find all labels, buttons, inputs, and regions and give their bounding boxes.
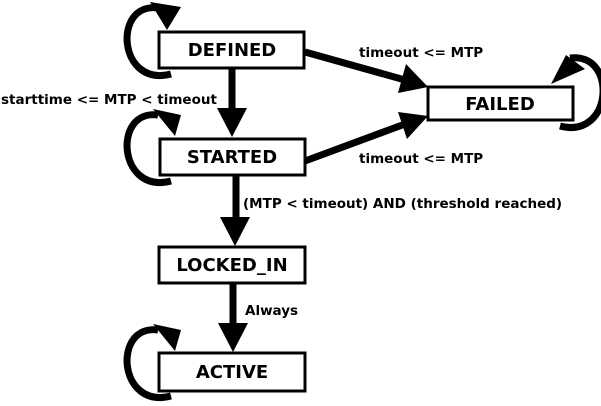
edge-label-locked-in-to-active: Always bbox=[245, 303, 298, 319]
state-box bbox=[157, 351, 307, 393]
self-loop-started bbox=[123, 109, 181, 187]
state-locked-in: LOCKED_IN bbox=[157, 245, 307, 285]
edge-defined-to-started bbox=[217, 68, 247, 137]
arrowhead bbox=[153, 324, 181, 351]
state-label-locked-in: LOCKED_IN bbox=[176, 255, 287, 276]
arrowhead bbox=[551, 55, 585, 84]
state-box bbox=[157, 245, 307, 285]
edge-started-to-failed bbox=[303, 112, 428, 165]
arrowhead bbox=[220, 217, 250, 246]
arrowhead bbox=[398, 112, 428, 139]
edge-label-defined-to-failed: timeout <= MTP bbox=[359, 45, 483, 61]
arrowhead bbox=[153, 109, 181, 136]
self-loop-arc bbox=[559, 54, 601, 131]
state-defined: DEFINED bbox=[157, 30, 306, 70]
edge-started-to-locked-in bbox=[220, 175, 250, 246]
state-box bbox=[426, 85, 575, 122]
state-label-started: STARTED bbox=[187, 147, 277, 168]
state-failed: FAILED bbox=[426, 85, 575, 122]
edge-defined-to-failed bbox=[304, 48, 428, 93]
state-box bbox=[157, 30, 306, 70]
state-label-active: ACTIVE bbox=[196, 362, 268, 383]
state-started: STARTED bbox=[158, 137, 307, 177]
self-loop-failed bbox=[551, 54, 601, 131]
self-loop-arc bbox=[123, 326, 172, 402]
edge-locked-in-to-active bbox=[218, 284, 248, 352]
self-loop-arc bbox=[123, 4, 172, 80]
state-active: ACTIVE bbox=[157, 351, 307, 393]
self-loop-arc bbox=[123, 111, 172, 187]
arrowhead bbox=[218, 323, 248, 352]
arrowhead bbox=[398, 64, 428, 93]
edge-label-started-to-failed: timeout <= MTP bbox=[359, 151, 483, 167]
state-box bbox=[158, 137, 307, 177]
self-loop-defined bbox=[123, 2, 181, 80]
arrowhead bbox=[150, 2, 181, 30]
edge-label-started-to-locked-in: (MTP < timeout) AND (threshold reached) bbox=[243, 196, 562, 212]
edge-line bbox=[304, 48, 406, 84]
self-loop-active bbox=[123, 324, 181, 402]
edge-line bbox=[303, 120, 407, 165]
edge-label-defined-to-started: starttime <= MTP < timeout bbox=[1, 92, 217, 108]
arrowhead bbox=[217, 108, 247, 137]
state-label-defined: DEFINED bbox=[188, 40, 277, 61]
state-label-failed: FAILED bbox=[465, 94, 535, 115]
